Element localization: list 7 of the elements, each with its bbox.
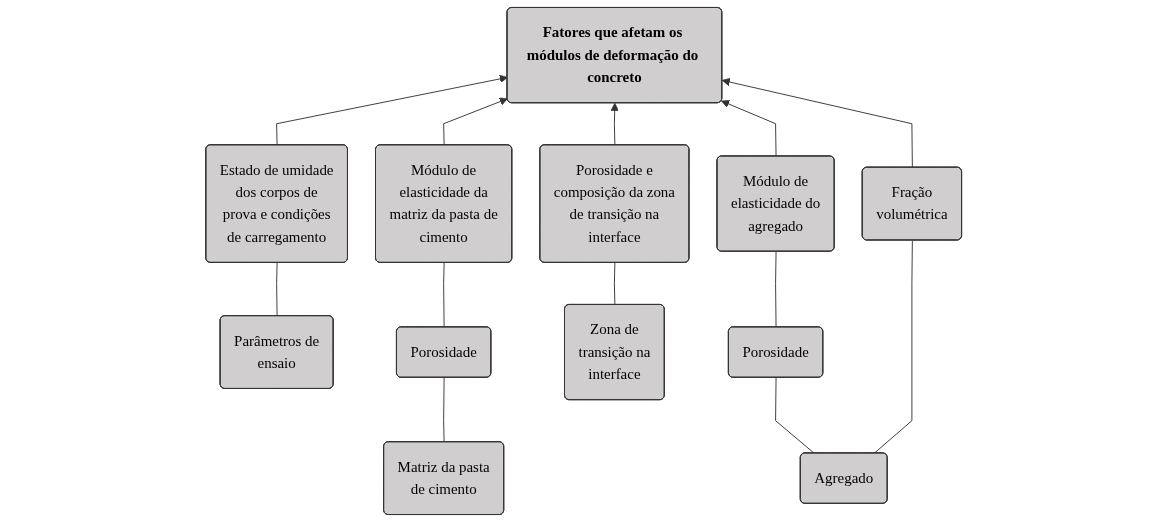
connector bbox=[873, 240, 913, 454]
connector bbox=[443, 262, 445, 328]
connector bbox=[774, 377, 815, 454]
connector bbox=[774, 251, 777, 328]
connector bbox=[276, 262, 278, 317]
connector bbox=[443, 377, 445, 443]
connector bbox=[613, 262, 616, 306]
